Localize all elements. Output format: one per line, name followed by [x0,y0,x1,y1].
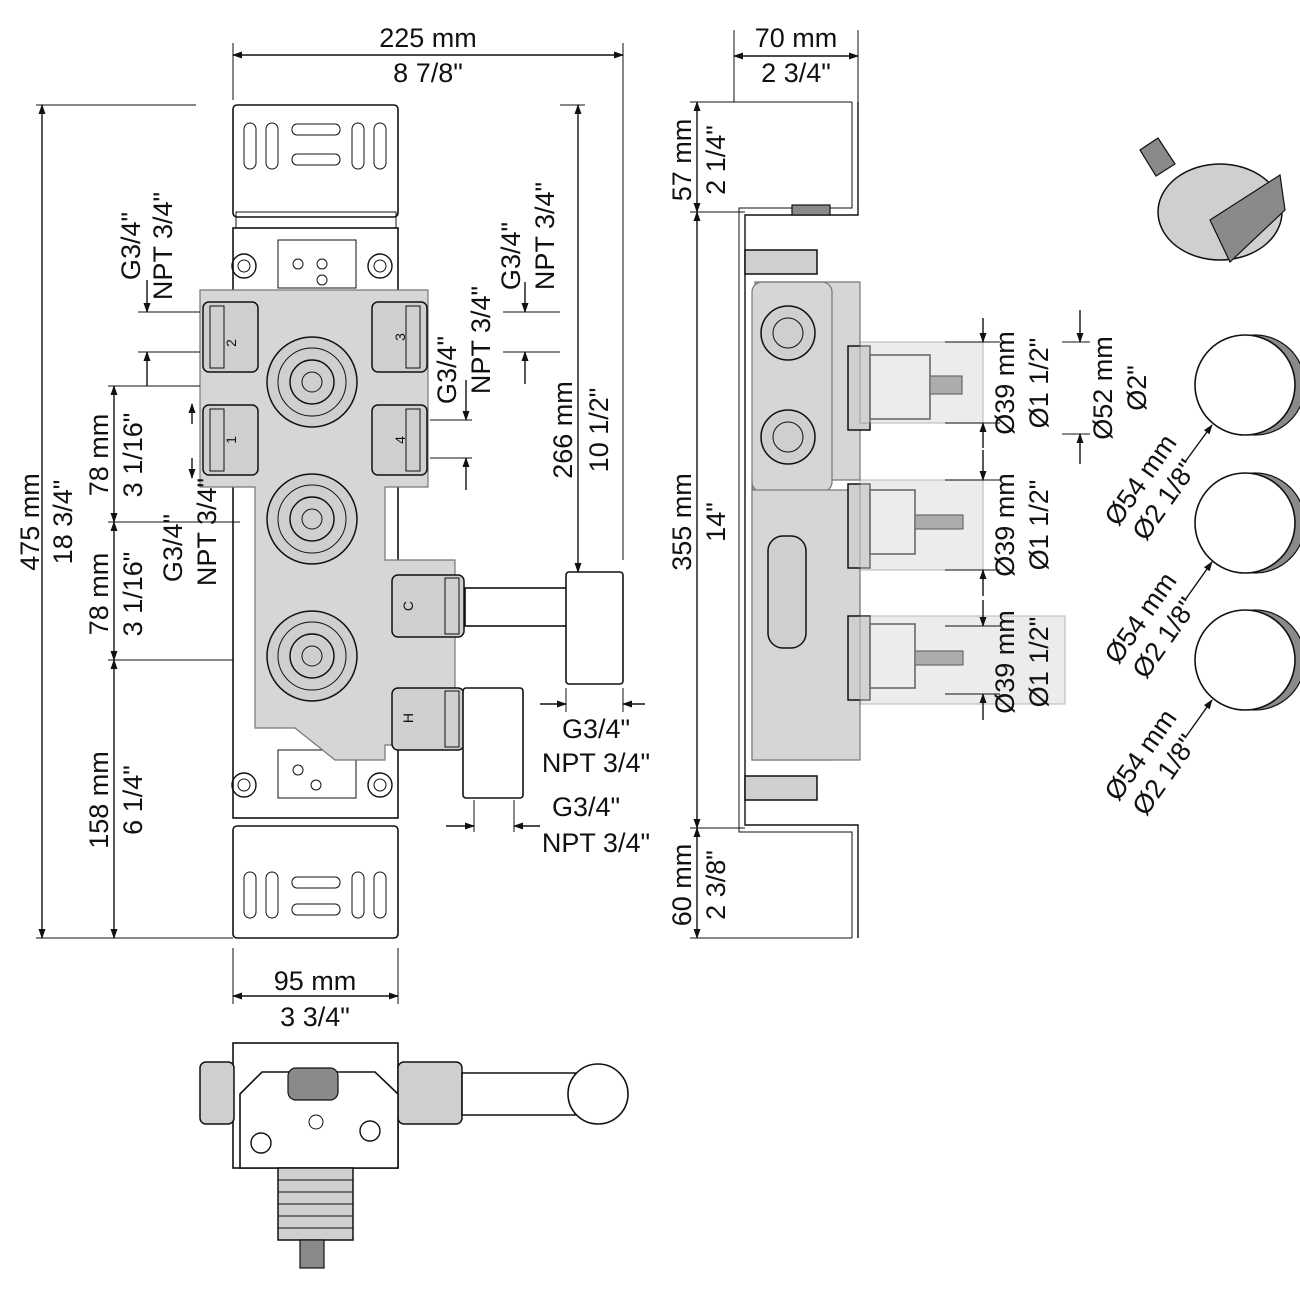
port1-thread-npt: NPT 3/4" [192,478,222,586]
flow-cartridge [266,610,358,702]
front-height-mm: 475 mm [15,473,45,571]
hole-cutout-2 [1194,472,1300,574]
side-depth-in: 2 3/4" [761,58,831,88]
port-label-4: 4 [392,436,408,444]
outlet-thread-npt: NPT 3/4" [542,748,650,778]
cartridge1-in: Ø1 1/2" [1024,338,1054,429]
side-bracket [744,102,859,938]
spacing-1-in: 3 1/16" [118,413,148,498]
cartridge3-in: Ø1 1/2" [1024,617,1054,708]
bottom-mounting-plate [232,825,399,939]
hole-saw-icon [1139,137,1286,264]
cartridge3-mm: Ø39 mm [990,610,1020,714]
diverter-cartridge [266,336,358,428]
port3-thread-g: G3/4" [496,222,526,290]
port-4 [371,404,428,476]
front-height-in: 18 3/4" [48,480,78,565]
outlet-elbow [462,571,624,799]
port2-thread-npt: NPT 3/4" [148,192,178,300]
bottom-view [199,1042,629,1269]
side-middle-in: 14" [701,502,731,542]
port-label-3: 3 [392,333,408,341]
port4-thread-g: G3/4" [432,336,462,404]
outlet-height-in: 10 1/2" [584,388,614,473]
bottom-in: 6 1/4" [118,765,148,835]
port3-thread-npt: NPT 3/4" [530,182,560,290]
port4-thread-npt: NPT 3/4" [466,286,496,394]
port-2 [202,301,259,373]
cartridge2-mm: Ø39 mm [990,473,1020,577]
cartridge2-in: Ø1 1/2" [1024,480,1054,571]
thermostatic-cartridge [266,473,358,565]
outlet-height-mm: 266 mm [548,381,578,479]
diverter-mm: Ø52 mm [1088,336,1118,440]
hole-cutout-3 [1194,609,1300,711]
inlet-label-hot: H [400,713,416,723]
bottom-mm: 158 mm [84,751,114,849]
mounting-bolt-icon [231,253,393,798]
port-label-1: 1 [223,436,239,444]
lower-thread-npt: NPT 3/4" [542,828,650,858]
outlet-thread-g: G3/4" [562,714,630,744]
side-bottom-mm: 60 mm [667,844,697,927]
front-width-mm: 225 mm [379,23,477,53]
port-label-2: 2 [223,339,239,347]
spacing-1-mm: 78 mm [84,414,114,497]
spacing-2-mm: 78 mm [84,553,114,636]
hole-cutout-1 [1194,334,1300,436]
diverter-in: Ø2" [1122,365,1152,411]
bottom-width-in: 3 3/4" [280,1002,350,1032]
side-cartridge-3 [847,615,964,701]
front-width-in: 8 7/8" [393,58,463,88]
side-middle-mm: 355 mm [667,473,697,571]
cold-inlet [391,574,465,638]
top-mounting-plate [232,104,399,218]
side-bottom-in: 2 3/8" [701,850,731,920]
port-1 [202,404,259,476]
side-view: 70 mm 2 3/4" 57 mm 2 1/4" 355 mm 14" 60 … [667,23,1152,939]
front-view: 2 3 1 4 C H 225 mm 8 7/8" 475 mm 18 3/4" [15,23,650,1032]
inlet-label-cold: C [400,601,416,611]
side-depth-mm: 70 mm [755,23,838,53]
side-top-mm: 57 mm [667,119,697,202]
side-top-in: 2 1/4" [701,125,731,195]
lower-thread-g: G3/4" [552,792,620,822]
side-cartridge-1 [847,345,963,431]
port-3 [371,301,428,373]
spacing-2-in: 3 1/16" [118,552,148,637]
side-cartridge-2 [847,483,964,569]
port1-thread-g: G3/4" [158,514,188,582]
bottom-width-mm: 95 mm [274,966,357,996]
port2-thread-g: G3/4" [116,212,146,280]
cartridge1-mm: Ø39 mm [990,331,1020,435]
